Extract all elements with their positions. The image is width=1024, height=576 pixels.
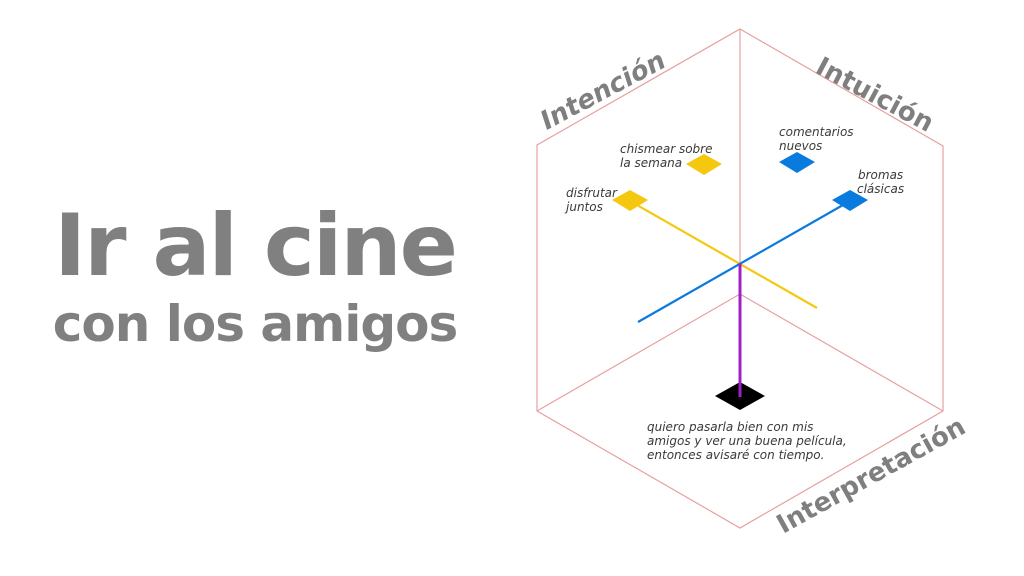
title-main: Ir al cine — [54, 196, 458, 296]
bromas-label-line2: clásicas — [857, 182, 904, 196]
intuicion-axis-line — [637, 200, 851, 323]
description-line2: amigos y ver una buena película, — [647, 434, 847, 448]
description-line1: quiero pasarla bien con mis — [647, 420, 813, 434]
chismear-label-line1: chismear sobre — [620, 142, 713, 156]
comentarios-diamond-marker — [779, 152, 815, 173]
bromas-label: bromas clásicas — [857, 168, 907, 196]
comentarios-label-line1: comentarios — [779, 125, 854, 139]
cube-floor-right-edge — [739, 293, 944, 412]
chismear-label: chismear sobre la semana — [620, 142, 716, 170]
title-block: Ir al cine con los amigos — [0, 0, 500, 576]
bromas-label-line1: bromas — [858, 168, 903, 182]
chismear-diamond-marker — [686, 154, 722, 175]
chismear-label-line2: la semana — [620, 156, 682, 170]
interpretation-description: quiero pasarla bien con mis amigos y ver… — [647, 420, 851, 462]
disfrutar-label: disfrutar juntos — [564, 186, 621, 214]
comentarios-label-line2: nuevos — [779, 139, 822, 153]
title-subtitle: con los amigos — [52, 295, 459, 353]
bromas-diamond-marker — [832, 190, 868, 211]
axis-title-intencion: Intención — [538, 44, 669, 137]
comentarios-label: comentarios nuevos — [779, 125, 857, 153]
description-line3: entonces avisaré con tiempo. — [647, 448, 824, 462]
disfrutar-label-line2: juntos — [564, 200, 603, 214]
intencion-axis-line — [629, 200, 818, 309]
cube-floor-left-edge — [536, 293, 741, 412]
cube-frame — [536, 28, 944, 529]
disfrutar-label-line1: disfrutar — [566, 186, 618, 200]
cube-outline — [536, 28, 944, 529]
disfrutar-diamond-marker — [612, 190, 648, 211]
